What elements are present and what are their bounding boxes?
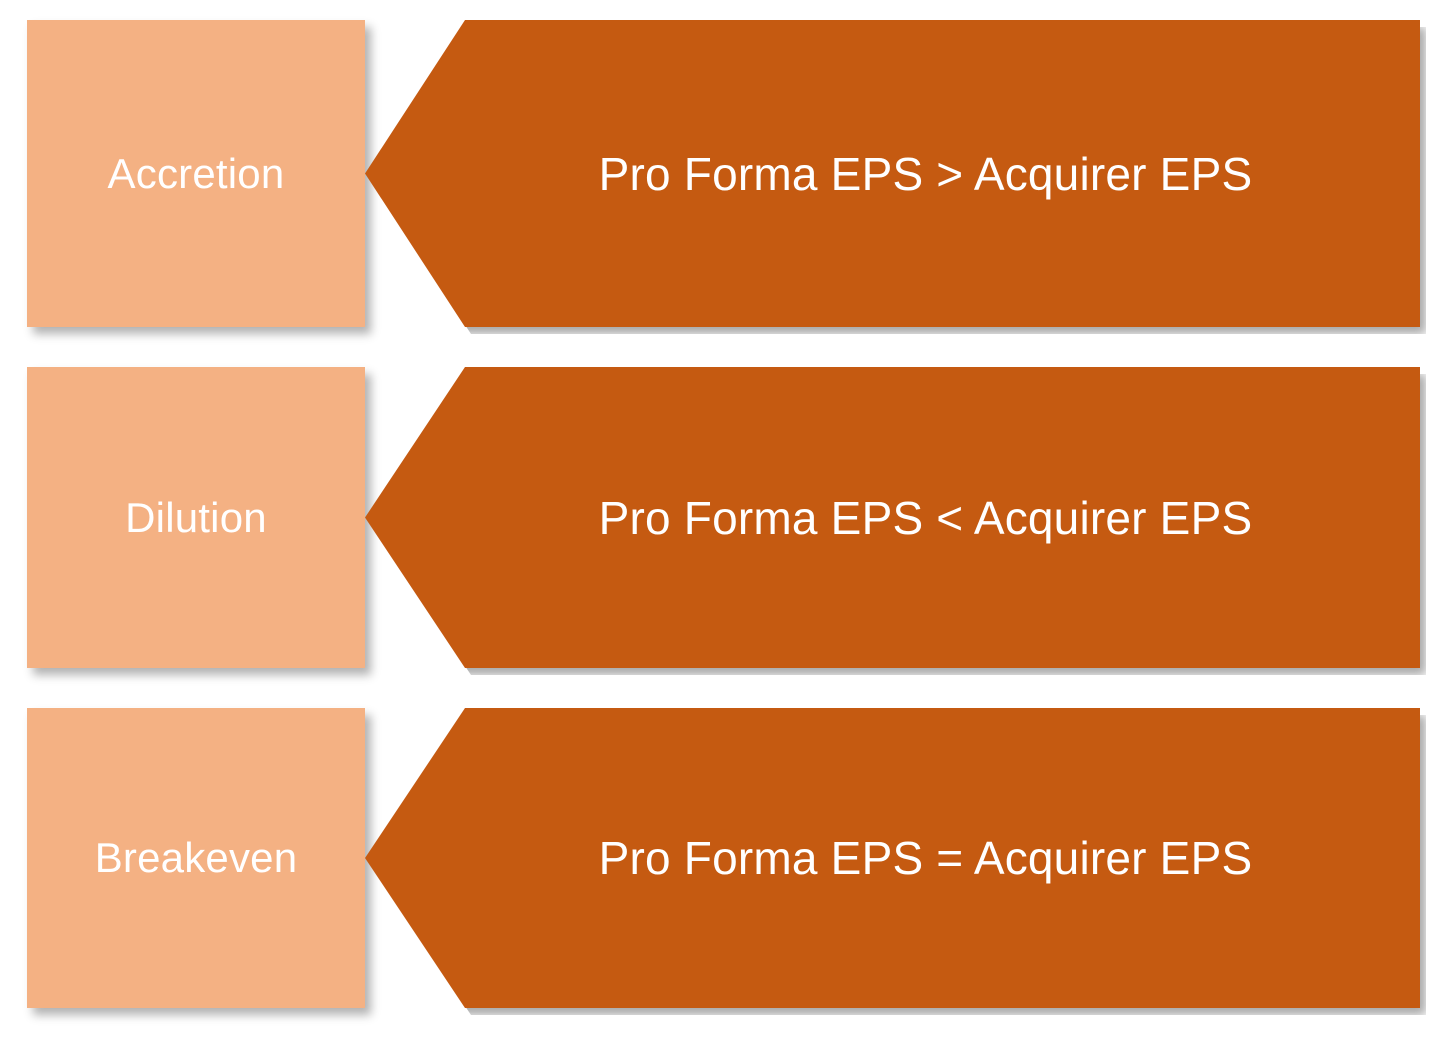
- chevron-container: Pro Forma EPS > Acquirer EPS: [365, 20, 1426, 334]
- category-label-box-dilution[interactable]: Dilution: [27, 367, 365, 668]
- diagram-row: Accretion Pro Forma EPS > Acquirer EPS: [0, 20, 1441, 334]
- category-label-box-accretion[interactable]: Accretion: [27, 20, 365, 327]
- chevron-shape-dilution[interactable]: Pro Forma EPS < Acquirer EPS: [365, 367, 1420, 668]
- chevron-statement-text: Pro Forma EPS > Acquirer EPS: [598, 147, 1253, 200]
- chevron-container: Pro Forma EPS < Acquirer EPS: [365, 367, 1426, 675]
- category-label-text: Dilution: [125, 493, 267, 541]
- chevron-container: Pro Forma EPS = Acquirer EPS: [365, 708, 1426, 1015]
- diagram-row: Dilution Pro Forma EPS < Acquirer EPS: [0, 367, 1441, 675]
- chevron-shape-accretion[interactable]: Pro Forma EPS > Acquirer EPS: [365, 20, 1420, 327]
- chevron-shape-breakeven[interactable]: Pro Forma EPS = Acquirer EPS: [365, 708, 1420, 1008]
- chevron-statement-text: Pro Forma EPS = Acquirer EPS: [598, 832, 1253, 884]
- category-label-text: Breakeven: [94, 834, 298, 881]
- chevron-statement-text: Pro Forma EPS < Acquirer EPS: [598, 491, 1253, 544]
- category-label-box-breakeven[interactable]: Breakeven: [27, 708, 365, 1008]
- diagram-row: Breakeven Pro Forma EPS = Acquirer EPS: [0, 708, 1441, 1015]
- category-label-text: Accretion: [107, 149, 285, 197]
